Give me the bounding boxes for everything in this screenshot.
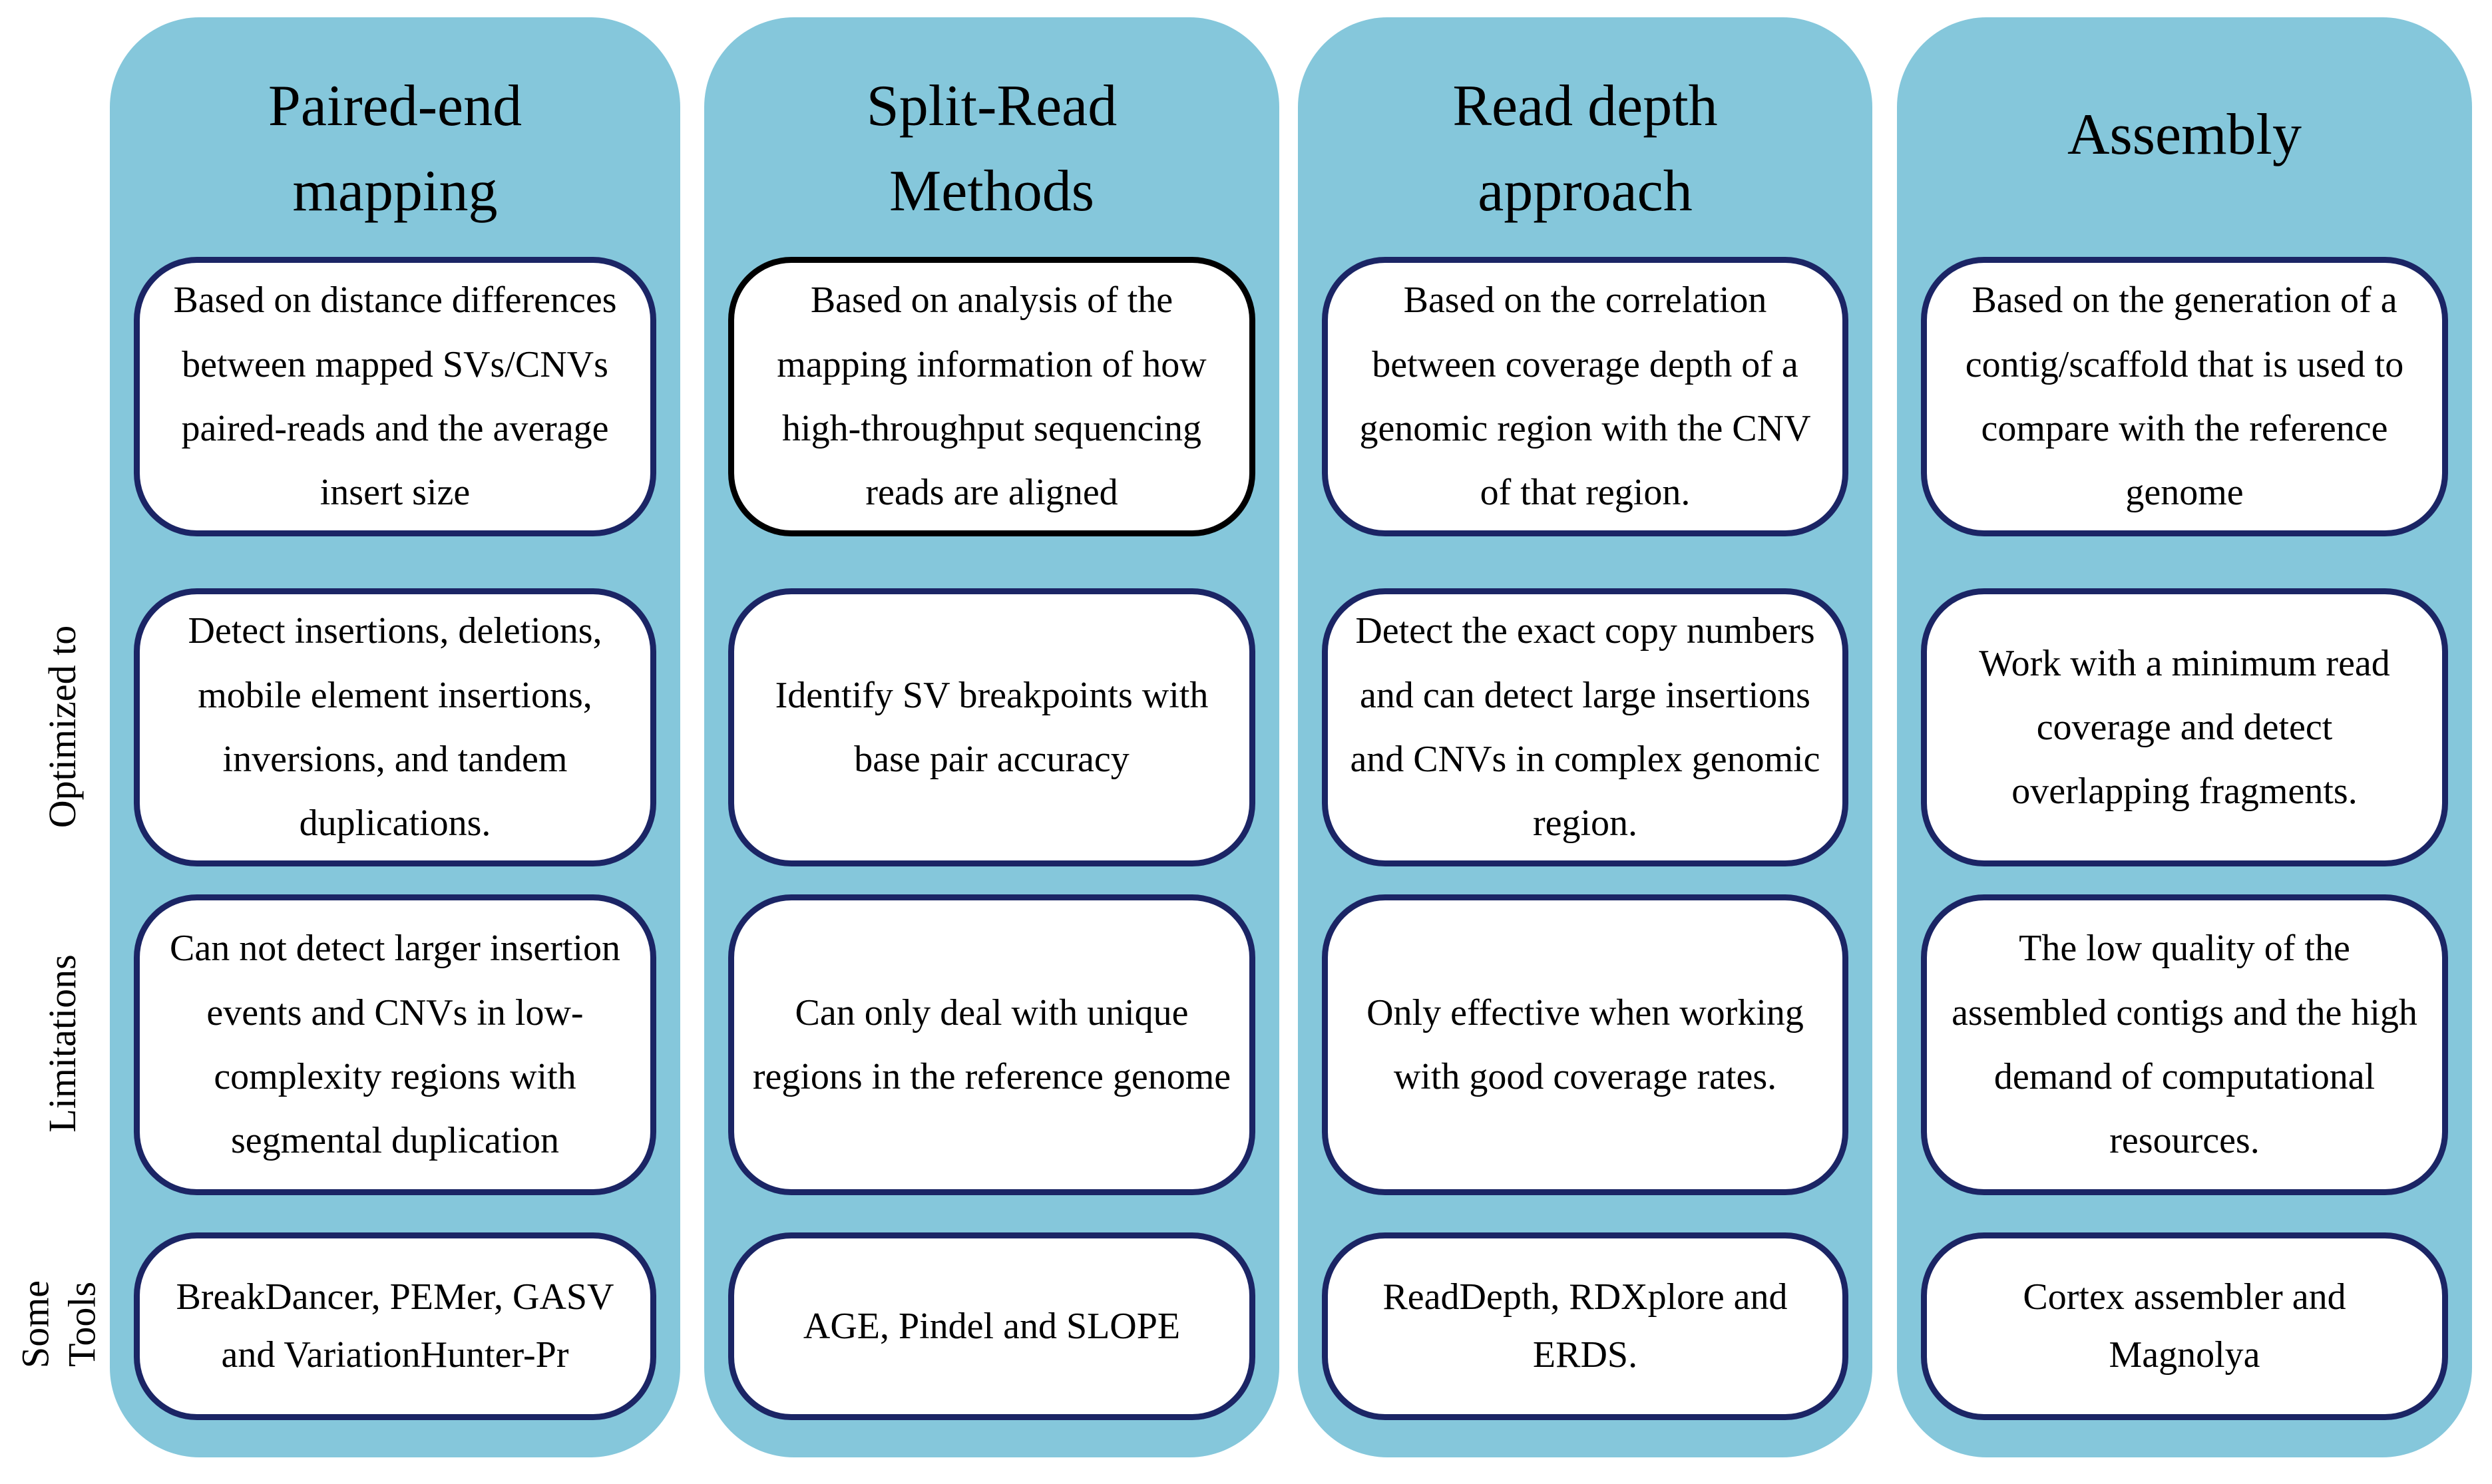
- column-title: Read depth approach: [1452, 74, 1718, 224]
- tools-text: ReadDepth, RDXplore and ERDS.: [1382, 1276, 1788, 1376]
- limitations-text: Can only deal with unique regions in the…: [752, 992, 1231, 1097]
- description-box: Based on distance differences between ma…: [134, 257, 656, 536]
- optimized-to-text: Detect the exact copy numbers and can de…: [1350, 610, 1820, 844]
- optimized-to-box: Work with a minimum read coverage and de…: [1921, 588, 2448, 866]
- tools-box: Cortex assembler and Magnolya: [1921, 1232, 2448, 1420]
- column-title: Split-Read Methods: [866, 74, 1118, 224]
- tools-box: AGE, Pindel and SLOPE: [728, 1232, 1255, 1420]
- column-paired-end-mapping: Paired-end mapping Based on distance dif…: [110, 17, 680, 1457]
- limitations-box: Can not detect larger insertion events a…: [134, 894, 656, 1195]
- limitations-text: The low quality of the assembled contigs…: [1952, 928, 2417, 1162]
- column-read-depth-approach: Read depth approach Based on the correla…: [1298, 17, 1872, 1457]
- description-text: Based on distance differences between ma…: [173, 279, 617, 514]
- optimized-to-box: Detect insertions, deletions, mobile ele…: [134, 588, 656, 866]
- column-split-read-methods: Split-Read Methods Based on analysis of …: [704, 17, 1279, 1457]
- optimized-to-text: Identify SV breakpoints with base pair a…: [775, 674, 1209, 780]
- description-text: Based on analysis of the mapping informa…: [777, 279, 1207, 514]
- row-label-limitations: Limitations: [41, 954, 85, 1133]
- tools-box: BreakDancer, PEMer, GASV and VariationHu…: [134, 1232, 656, 1420]
- row-label-optimized-to: Optimized to: [41, 625, 85, 829]
- tools-box: ReadDepth, RDXplore and ERDS.: [1322, 1232, 1848, 1420]
- limitations-box: Can only deal with unique regions in the…: [728, 894, 1255, 1195]
- description-text: Based on the correlation between coverag…: [1359, 279, 1811, 514]
- row-label-some-tools: Some Tools: [13, 1280, 103, 1369]
- optimized-to-box: Detect the exact copy numbers and can de…: [1322, 588, 1848, 866]
- limitations-box: Only effective when working with good co…: [1322, 894, 1848, 1195]
- description-box: Based on the generation of a contig/scaf…: [1921, 257, 2448, 536]
- optimized-to-text: Detect insertions, deletions, mobile ele…: [188, 610, 602, 844]
- column-title: Assembly: [2067, 102, 2302, 167]
- limitations-box: The low quality of the assembled contigs…: [1921, 894, 2448, 1195]
- description-text: Based on the generation of a contig/scaf…: [1965, 279, 2404, 514]
- tools-text: BreakDancer, PEMer, GASV and VariationHu…: [176, 1276, 614, 1376]
- optimized-to-box: Identify SV breakpoints with base pair a…: [728, 588, 1255, 866]
- column-assembly: Assembly Based on the generation of a co…: [1897, 17, 2472, 1457]
- description-box: Based on analysis of the mapping informa…: [728, 257, 1255, 536]
- limitations-text: Can not detect larger insertion events a…: [170, 928, 620, 1162]
- limitations-text: Only effective when working with good co…: [1366, 992, 1804, 1097]
- tools-text: AGE, Pindel and SLOPE: [803, 1305, 1181, 1347]
- description-box: Based on the correlation between coverag…: [1322, 257, 1848, 536]
- column-title: Paired-end mapping: [268, 74, 522, 224]
- optimized-to-text: Work with a minimum read coverage and de…: [1979, 642, 2390, 813]
- tools-text: Cortex assembler and Magnolya: [2023, 1276, 2346, 1376]
